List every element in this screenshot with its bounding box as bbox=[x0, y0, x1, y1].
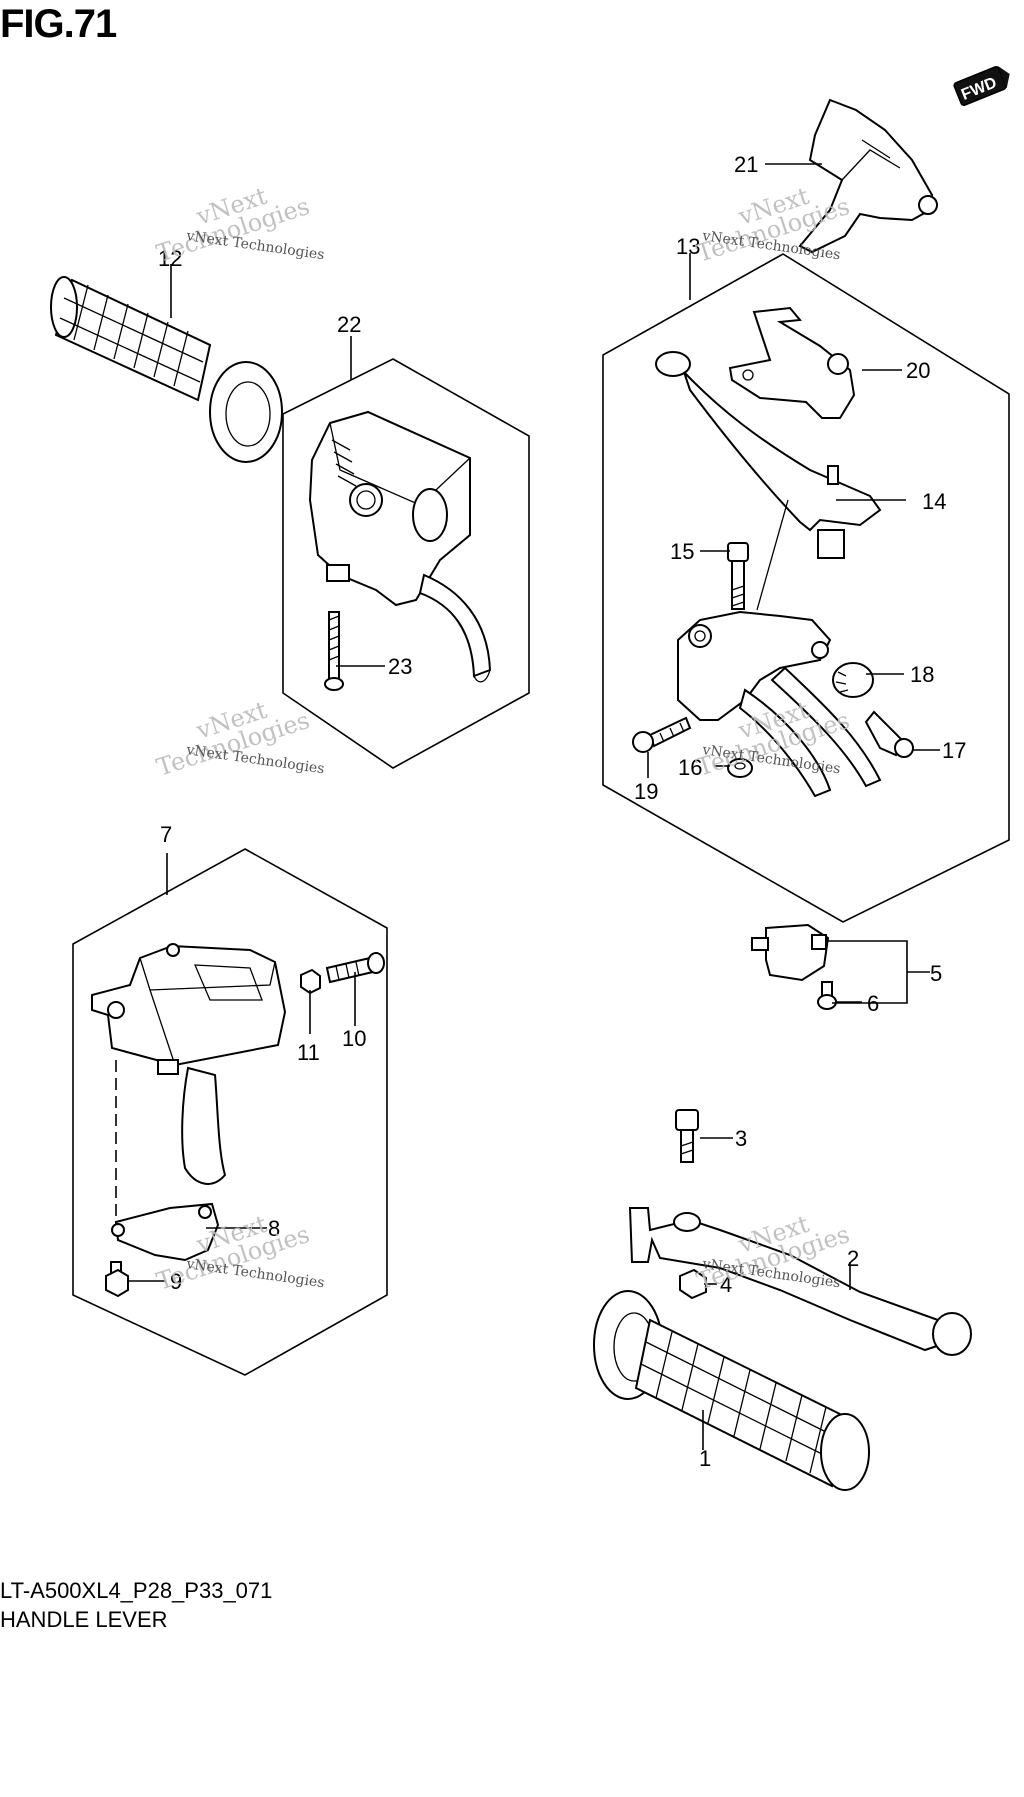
group-frame-22 bbox=[282, 358, 530, 769]
nut-11 bbox=[300, 968, 321, 995]
callout-2: 2 bbox=[847, 1246, 859, 1271]
callout-3: 3 bbox=[735, 1126, 747, 1151]
callout-labels: 1 2 3 4 5 6 7 8 9 10 11 12 13 14 15 16 1… bbox=[158, 152, 966, 1471]
housing-7 bbox=[91, 943, 287, 1222]
group-frame-7 bbox=[72, 848, 388, 1376]
screw-23 bbox=[324, 611, 344, 691]
callout-6: 6 bbox=[867, 991, 879, 1016]
screw-17 bbox=[864, 710, 914, 758]
callout-11: 11 bbox=[297, 1040, 320, 1065]
callout-10: 10 bbox=[342, 1026, 366, 1051]
fwd-badge: FWD bbox=[953, 65, 1010, 106]
watermark-2: vNext Technologies vNext Technologies bbox=[693, 182, 853, 268]
callout-12: 12 bbox=[158, 246, 182, 271]
watermark-3: vNext Technologies vNext Technologies bbox=[153, 696, 325, 782]
switch-housing-22 bbox=[308, 410, 492, 683]
washer-16 bbox=[727, 758, 753, 778]
cover-21 bbox=[798, 98, 938, 254]
callout-19: 19 bbox=[634, 779, 658, 804]
grip-12 bbox=[50, 276, 283, 463]
grip-1 bbox=[593, 1290, 870, 1491]
screw-6 bbox=[817, 981, 837, 1010]
callout-21: 21 bbox=[734, 152, 758, 177]
model-code: LT-A500XL4_P28_P33_071 bbox=[0, 1578, 273, 1603]
callout-13: 13 bbox=[676, 234, 700, 259]
pin-3 bbox=[675, 1109, 699, 1163]
bolt-19 bbox=[632, 716, 692, 753]
figure-title: FIG.71 bbox=[0, 2, 117, 46]
callout-17: 17 bbox=[942, 738, 966, 763]
callout-14: 14 bbox=[922, 489, 946, 514]
callout-15: 15 bbox=[670, 539, 694, 564]
nut-9 bbox=[105, 1261, 129, 1298]
nut-4 bbox=[679, 1268, 707, 1300]
pin-15 bbox=[727, 542, 749, 610]
callout-9: 9 bbox=[170, 1269, 182, 1294]
bolt-10 bbox=[325, 952, 385, 984]
clutch-lever-2 bbox=[628, 1207, 972, 1356]
switch-5 bbox=[751, 923, 830, 982]
master-cylinder-body bbox=[677, 610, 882, 798]
callout-22: 22 bbox=[337, 312, 361, 337]
callout-18: 18 bbox=[910, 662, 934, 687]
watermark-1: vNext Technologies vNext Technologies bbox=[153, 182, 325, 268]
callout-5: 5 bbox=[930, 961, 942, 986]
callout-4: 4 bbox=[720, 1272, 732, 1297]
callout-1: 1 bbox=[699, 1446, 711, 1471]
bracket-20 bbox=[728, 306, 856, 419]
plate-8 bbox=[111, 1202, 220, 1262]
callout-23: 23 bbox=[388, 654, 412, 679]
callout-20: 20 bbox=[906, 358, 930, 383]
figure-name: HANDLE LEVER bbox=[0, 1607, 168, 1632]
callout-8: 8 bbox=[268, 1216, 280, 1241]
group-frame-13 bbox=[602, 253, 1010, 923]
callout-7: 7 bbox=[160, 822, 172, 847]
callout-16: 16 bbox=[678, 755, 702, 780]
dial-18 bbox=[832, 662, 874, 698]
leader-lines bbox=[128, 163, 940, 1450]
brake-lever-14 bbox=[655, 351, 882, 611]
